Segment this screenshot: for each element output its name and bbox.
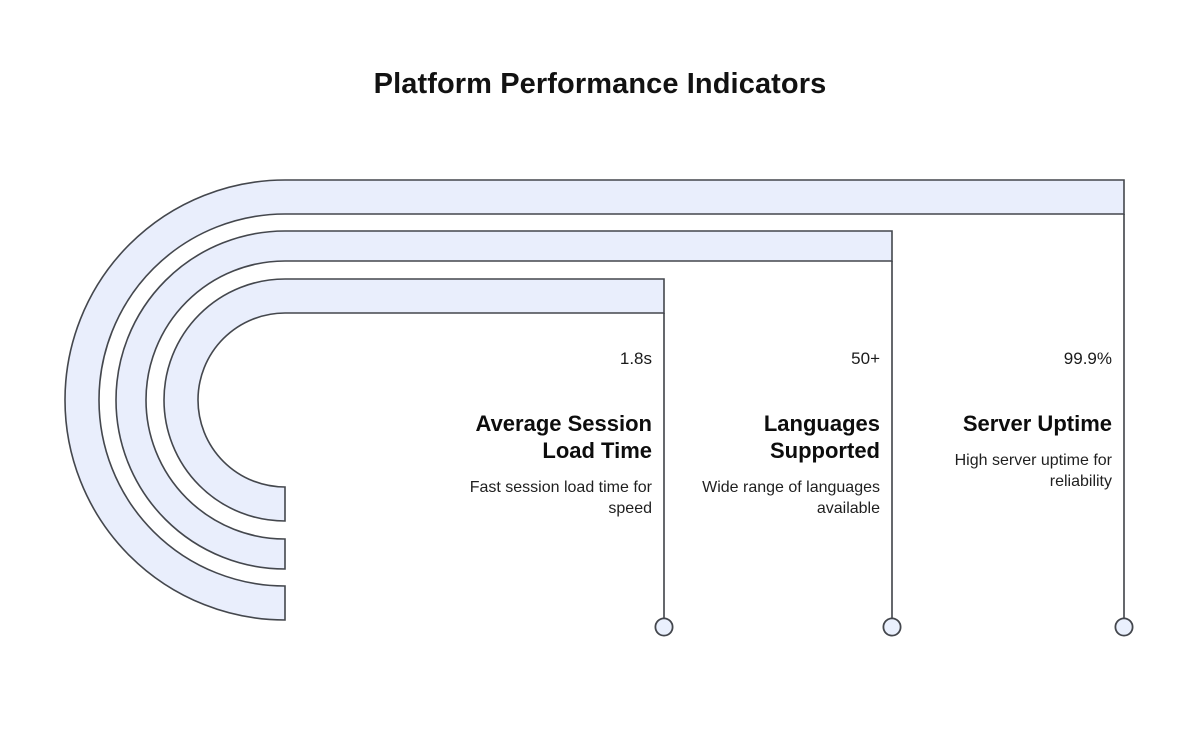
- metric-description: Wide range of languages available: [702, 478, 880, 518]
- metric-description: High server uptime for reliability: [954, 452, 1112, 491]
- metric-value: 1.8s: [619, 349, 652, 368]
- ribbon-band-inner: [163, 278, 665, 522]
- metric-item-3[interactable]: 99.9% Server Uptime High server uptime f…: [924, 348, 1124, 492]
- metric-value: 99.9%: [1063, 349, 1112, 368]
- metric-item-2[interactable]: 50+ Languages Supported Wide range of la…: [692, 348, 892, 519]
- metric-value: 50+: [851, 349, 880, 368]
- page-title: Platform Performance Indicators: [373, 68, 827, 100]
- ribbon-band-middle: [115, 230, 893, 570]
- endpoint-marker-3[interactable]: [1114, 617, 1134, 637]
- ribbon-band-outer: [64, 179, 1125, 621]
- metric-label: Languages Supported: [763, 411, 880, 464]
- endpoint-marker-2[interactable]: [882, 617, 902, 637]
- endpoint-marker-1[interactable]: [654, 617, 674, 637]
- metric-item-1[interactable]: 1.8s Average Session Load Time Fast sess…: [464, 348, 664, 519]
- metric-label: Average Session Load Time: [475, 411, 653, 464]
- metric-label: Server Uptime: [962, 411, 1112, 437]
- metric-description: Fast session load time for speed: [469, 478, 652, 518]
